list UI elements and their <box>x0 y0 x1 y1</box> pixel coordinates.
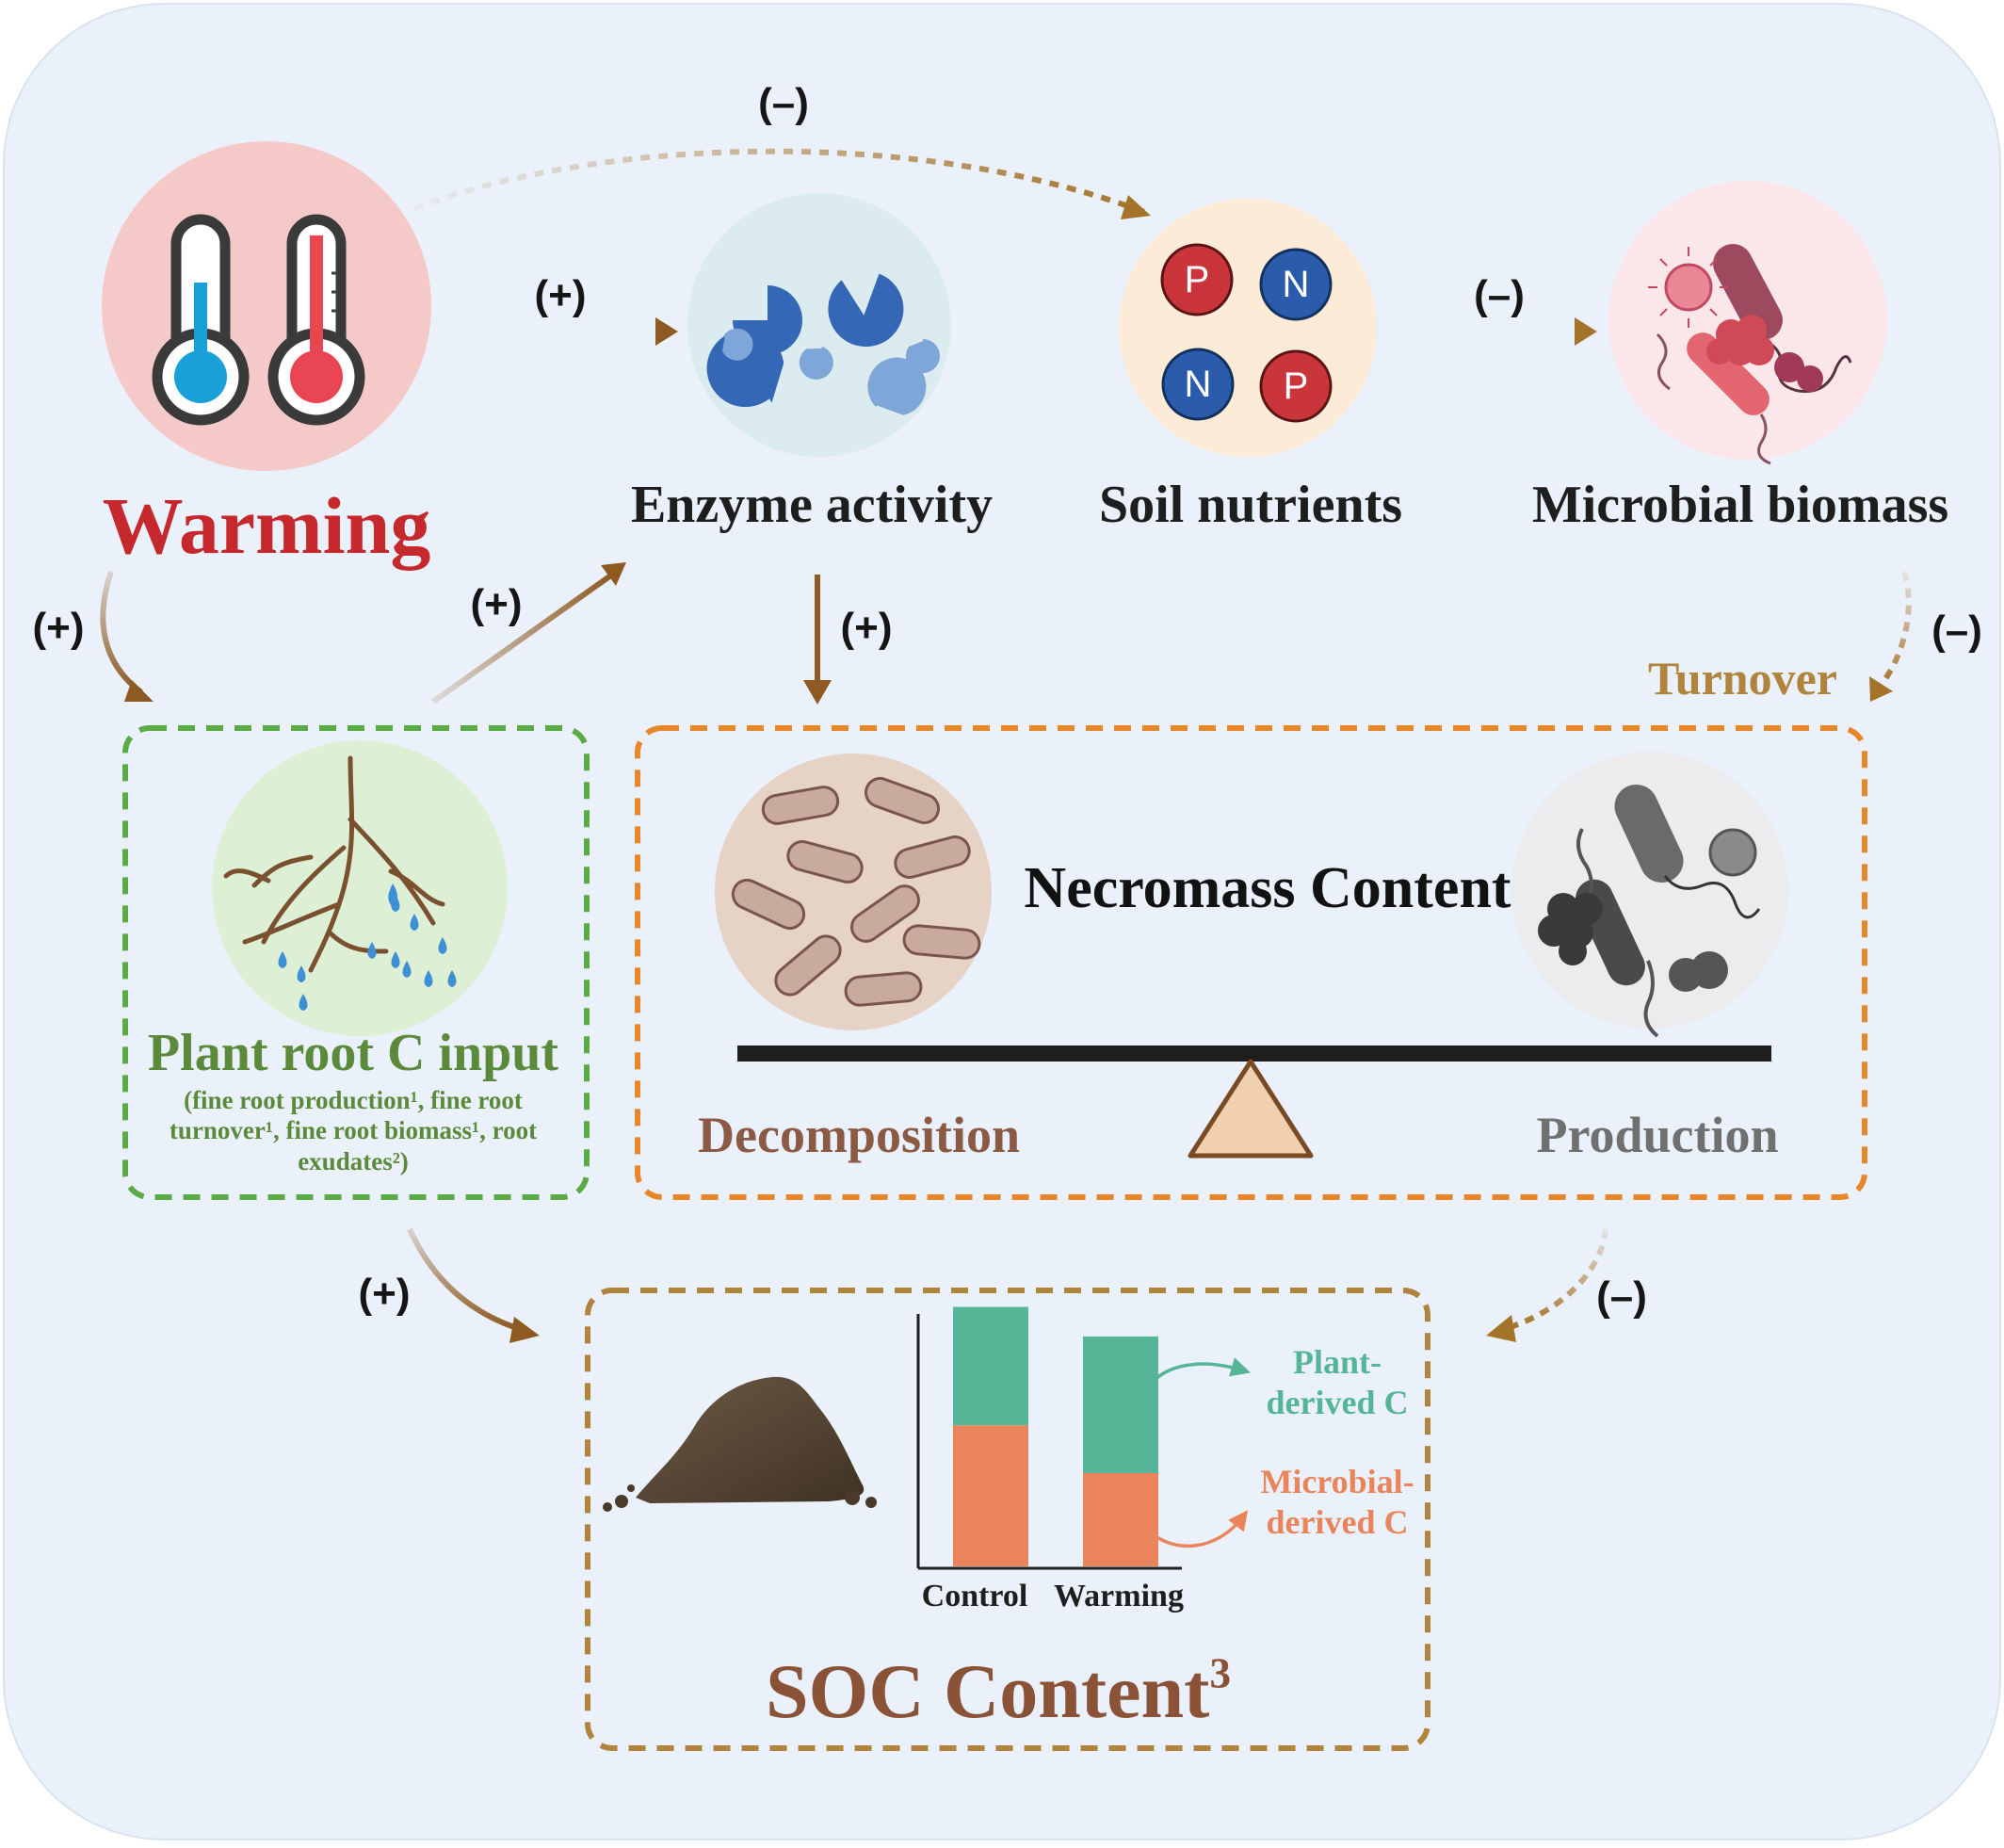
decomposition-label: Decomposition <box>698 1107 1020 1163</box>
legend-plant-derived: Plant- derived C <box>1252 1342 1422 1423</box>
bar-warming-plant <box>1083 1336 1158 1473</box>
sign-necromass-to-soc: (–) <box>1596 1273 1647 1320</box>
sign-enzyme-to-necromass: (+) <box>840 605 893 651</box>
bar-control-microbial <box>953 1425 1028 1566</box>
x-tick-label-control: Control <box>921 1579 1028 1613</box>
enzyme-activity-label: Enzyme activity <box>630 476 994 534</box>
nutrient-p-label: P <box>1283 365 1309 407</box>
microbial-legend-arrow <box>1142 1510 1249 1548</box>
plant-root-detail: (fine root production¹, fine root turnov… <box>151 1085 556 1176</box>
warming-title: Warming <box>102 480 431 571</box>
plant-root-title: Plant root C input <box>147 1024 559 1082</box>
turnover-label: Turnover <box>1648 652 1837 705</box>
seesaw-beam <box>737 1046 1771 1062</box>
soil-pile-icon <box>603 1376 877 1512</box>
legend-plant-line2: derived C <box>1266 1384 1409 1422</box>
sign-warming-to-enzyme: (+) <box>534 272 587 318</box>
nutrient-n-label: N <box>1184 364 1212 405</box>
sign-warming-to-root: (+) <box>32 605 85 651</box>
necromass-title: Necromass Content <box>1024 856 1511 920</box>
soc-title-superscript: 3 <box>1209 1649 1232 1697</box>
enzyme-icon <box>687 193 951 457</box>
soc-title: SOC Content3 <box>766 1652 1231 1730</box>
sign-root-to-soc: (+) <box>358 1271 411 1317</box>
bar-control-plant <box>953 1306 1028 1426</box>
root-icon <box>212 740 508 1036</box>
nutrients-icon <box>1119 199 1377 457</box>
nutrient-n-label: N <box>1282 264 1310 305</box>
x-tick-label-warming: Warming <box>1054 1579 1184 1613</box>
legend-microbial-line2: derived C <box>1266 1503 1409 1542</box>
legend-microbial-line1: Microbial- <box>1260 1463 1414 1500</box>
microbial-biomass-label: Microbial biomass <box>1531 476 1949 534</box>
arrow-warming-to-nutrients <box>412 148 1146 215</box>
live-microbes-icon <box>1511 752 1788 1038</box>
thermometer-icon <box>102 141 431 471</box>
arrow-microbial-to-necromass <box>1876 571 1912 689</box>
soc-title-text: SOC Content <box>765 1648 1210 1734</box>
sign-microbial-to-necromass: (–) <box>1931 608 1982 654</box>
arrow-root-to-enzyme <box>431 572 614 705</box>
plant-legend-arrow <box>1142 1357 1252 1395</box>
arrow-warming-to-root <box>100 571 143 695</box>
arrow-necromass-to-soc <box>1506 1228 1608 1331</box>
necromass-box <box>635 725 1867 1200</box>
bar-warming-microbial <box>1083 1472 1158 1566</box>
soil-nutrients-label: Soil nutrients <box>1098 476 1403 534</box>
legend-microbial-derived: Microbial- derived C <box>1252 1462 1422 1543</box>
sign-root-to-enzyme: (+) <box>470 581 523 627</box>
soc-box <box>585 1288 1430 1751</box>
plant-root-box <box>122 725 590 1200</box>
nutrient-p-label: P <box>1184 259 1210 300</box>
microbes-icon <box>1608 181 1887 465</box>
plant-root-detail-text: (fine root production¹, fine root turnov… <box>169 1086 538 1175</box>
legend-plant-line1: Plant- <box>1293 1343 1382 1381</box>
sign-warming-to-nutrients: (–) <box>758 80 809 126</box>
sign-nutrients-to-microbial: (–) <box>1474 272 1525 318</box>
production-label: Production <box>1536 1107 1779 1163</box>
seesaw-fulcrum <box>1188 1059 1314 1159</box>
soc-bar-chart <box>916 1306 1182 1570</box>
soc-chart-legend <box>1142 1357 1252 1548</box>
dead-microbes-icon <box>715 754 992 1030</box>
background-panel <box>3 3 2001 1840</box>
arrow-root-to-soc <box>407 1227 524 1333</box>
